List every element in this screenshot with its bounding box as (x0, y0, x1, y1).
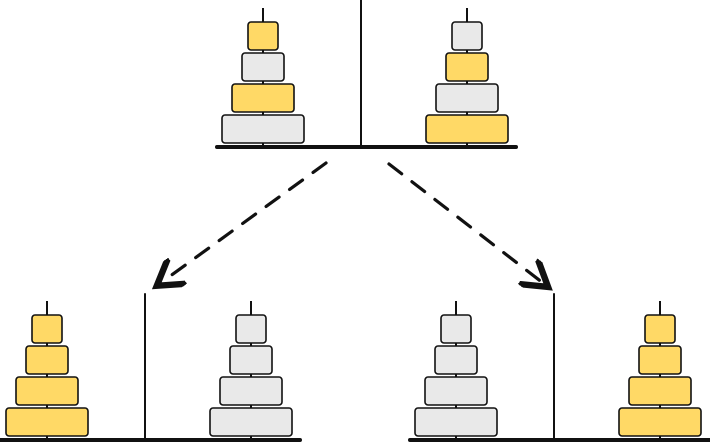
top-scene-tower-2-disk-1 (451, 21, 483, 51)
bottom-left-scene-tower-2-disk-4 (209, 407, 293, 437)
bottom-right-scene-tower-2-disk-2 (638, 345, 682, 375)
bottom-right-scene-tower-1-disk-1 (440, 314, 472, 344)
bottom-left-scene-tower-1-disk-4 (5, 407, 89, 437)
top-scene-tower-1-disk-2 (241, 52, 285, 82)
bottom-right-scene-tower-2-disk-4 (618, 407, 702, 437)
top-scene-tower-1-disk-3 (231, 83, 295, 113)
bottom-left-scene-tower-1-disk-1 (31, 314, 63, 344)
top-scene-tower-1-disk-1 (247, 21, 279, 51)
bottom-left-scene-tower-1-disk-3 (15, 376, 79, 406)
dashed-arrow-right (387, 162, 543, 283)
top-scene-tower-2-disk-4 (425, 114, 509, 144)
bottom-right-scene-tower-1-disk-2 (434, 345, 478, 375)
bottom-left-scene-tower-2-disk-1 (235, 314, 267, 344)
top-scene-tower-1-disk-4 (221, 114, 305, 144)
bottom-left-scene-tower-2-disk-2 (229, 345, 273, 375)
bottom-right-scene-tower-2-disk-3 (628, 376, 692, 406)
bottom-right-scene-tower-2-disk-1 (644, 314, 676, 344)
bottom-right-scene-tower-1-disk-4 (414, 407, 498, 437)
bottom-left-scene-tower-1-disk-2 (25, 345, 69, 375)
dashed-arrow-left (162, 161, 328, 282)
top-scene-tower-2-disk-3 (435, 83, 499, 113)
top-scene-tower-2-disk-2 (445, 52, 489, 82)
bottom-left-scene-tower-2-disk-3 (219, 376, 283, 406)
bottom-right-scene-tower-1-disk-3 (424, 376, 488, 406)
